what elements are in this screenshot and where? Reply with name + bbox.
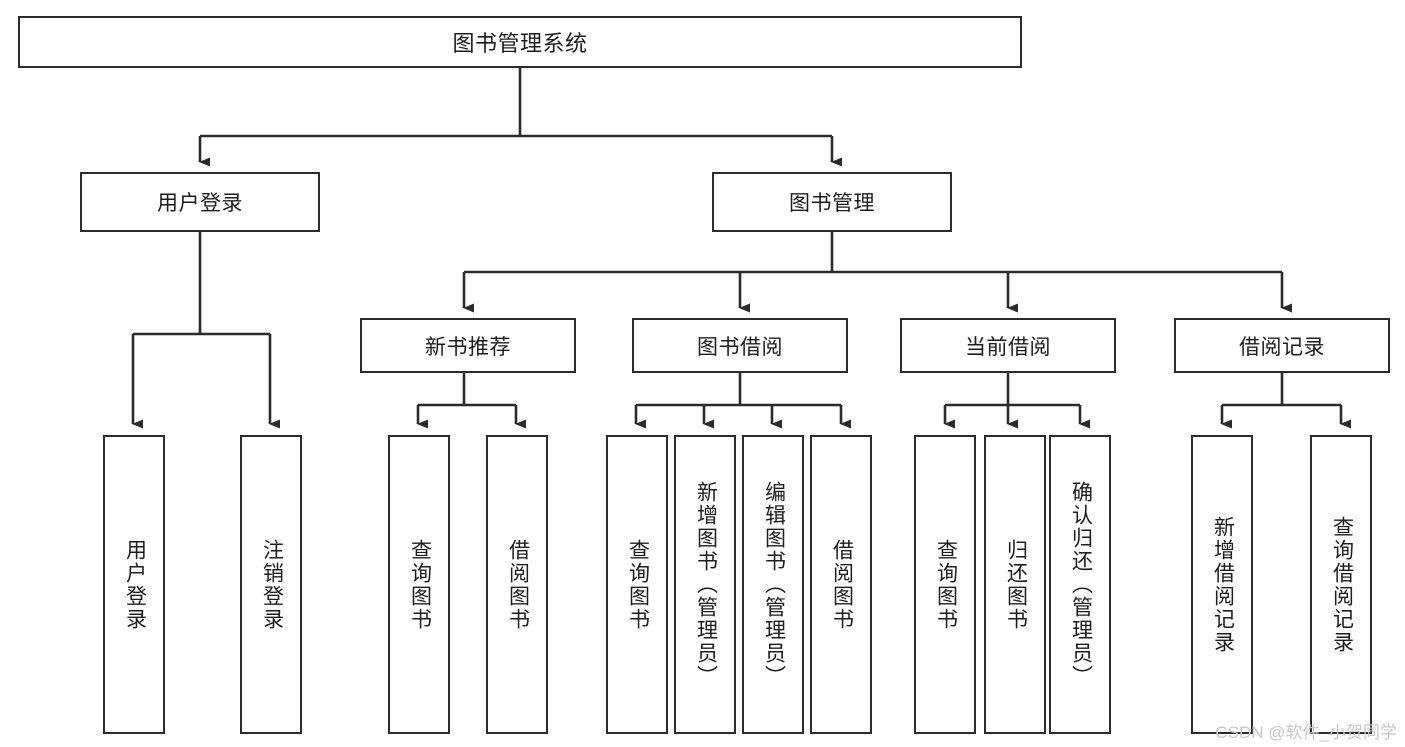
leaf-edit-book-admin[interactable]: 编辑图书（管理员） [742,435,804,734]
csdn-watermark: CSDN @软件_小贺同学 [1215,723,1397,742]
leaf-query-borrow-record[interactable]: 查询借阅记录 [1310,435,1372,734]
node-borrow-records[interactable]: 借阅记录 [1174,318,1390,373]
node-new-book-recommend[interactable]: 新书推荐 [360,318,576,373]
leaf-add-borrow-record[interactable]: 新增借阅记录 [1191,435,1253,734]
leaf-user-login[interactable]: 用户登录 [103,435,165,734]
leaf-confirm-return-admin[interactable]: 确认归还（管理员） [1049,435,1111,734]
leaf-query-books-borrow[interactable]: 查询图书 [606,435,668,734]
leaf-logout[interactable]: 注销登录 [240,435,302,734]
leaf-borrow-books-recommend[interactable]: 借阅图书 [486,435,548,734]
node-book-management[interactable]: 图书管理 [712,172,952,232]
leaf-query-books-recommend[interactable]: 查询图书 [388,435,450,734]
leaf-add-book-admin[interactable]: 新增图书（管理员） [674,435,736,734]
node-root-library-management-system[interactable]: 图书管理系统 [18,16,1022,68]
leaf-query-books-current[interactable]: 查询图书 [914,435,976,734]
leaf-return-books[interactable]: 归还图书 [984,435,1046,734]
node-book-borrow[interactable]: 图书借阅 [632,318,848,373]
leaf-borrow-books[interactable]: 借阅图书 [810,435,872,734]
node-user-login[interactable]: 用户登录 [80,172,320,232]
node-current-borrow[interactable]: 当前借阅 [900,318,1116,373]
